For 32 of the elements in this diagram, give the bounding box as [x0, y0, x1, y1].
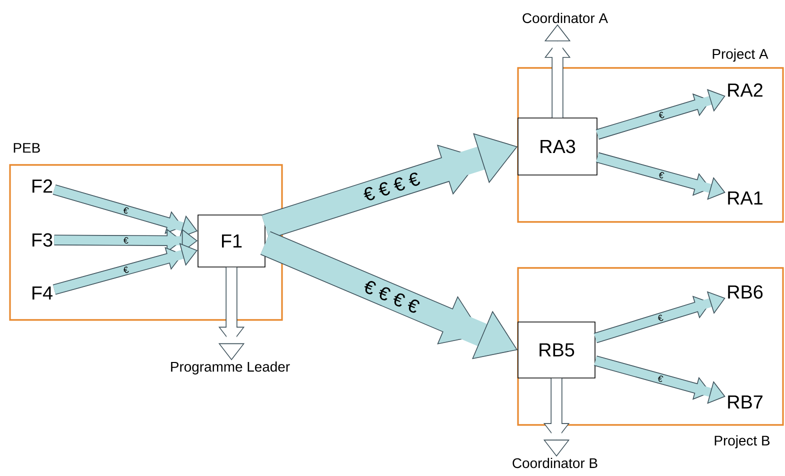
group-box	[517, 48, 784, 223]
edge-label: € € € €	[364, 172, 420, 200]
group-heading: PEB	[14, 143, 40, 153]
block-arrow	[594, 356, 726, 404]
group-heading: Project B	[714, 435, 770, 448]
block-arrow	[594, 291, 726, 344]
node-label: RA2	[728, 83, 762, 97]
edge-label: €	[658, 376, 664, 382]
node-label: F4	[32, 286, 52, 300]
block-arrow	[596, 152, 726, 200]
edge-label: €	[124, 237, 128, 244]
process-box: RA3	[518, 118, 598, 176]
node-label: RB6	[728, 285, 763, 299]
edge-label: €	[123, 207, 129, 214]
group-box	[517, 267, 784, 448]
node-label: RA1	[728, 191, 762, 204]
group-heading: Project A	[712, 48, 768, 62]
node-label: F2	[32, 179, 52, 193]
block-arrow	[596, 89, 726, 140]
node-label: RB7	[728, 395, 762, 408]
edge-label: € € € €	[364, 281, 420, 313]
edge-label: €	[123, 266, 129, 273]
role-label: Programme Leader	[171, 361, 290, 374]
group-box	[9, 143, 283, 321]
process-box: RB5	[518, 322, 596, 378]
edge-label: €	[658, 314, 664, 322]
role-label: Coordinator A	[522, 12, 608, 24]
role-label: Coordinator B	[512, 458, 598, 468]
process-box: F1	[198, 214, 266, 268]
edge-label: €	[658, 112, 664, 118]
edge-label: €	[658, 172, 664, 178]
node-label: F3	[32, 233, 52, 247]
